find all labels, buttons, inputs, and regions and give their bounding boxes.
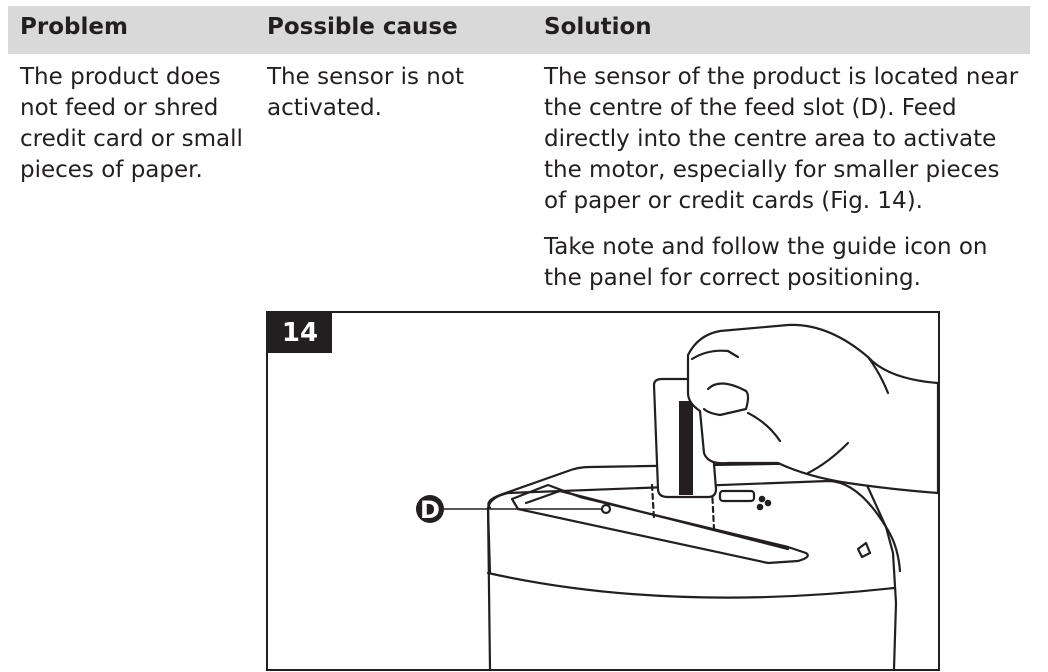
column-header-possible-cause: Possible cause [267, 14, 458, 40]
problem-cell: The product does not feed or shred credi… [20, 64, 243, 183]
column-header-problem: Problem [20, 14, 128, 40]
solution-paragraph-1: The sensor of the product is located nea… [544, 64, 1019, 214]
solution-paragraph-2: Take note and follow the guide icon on t… [544, 234, 988, 291]
card-magnetic-stripe [679, 401, 693, 495]
control-panel [718, 489, 756, 503]
figure-number-label: 14 [268, 313, 332, 353]
feed-slot [510, 483, 809, 565]
callout-d-label: D [420, 496, 440, 524]
shredder-illustration [441, 323, 938, 669]
callout-d-badge: D [416, 495, 444, 524]
column-header-solution: Solution [544, 14, 652, 40]
figure-14: 14 [266, 311, 940, 671]
cause-cell: The sensor is not activated. [267, 64, 464, 121]
table-header [8, 6, 1030, 54]
